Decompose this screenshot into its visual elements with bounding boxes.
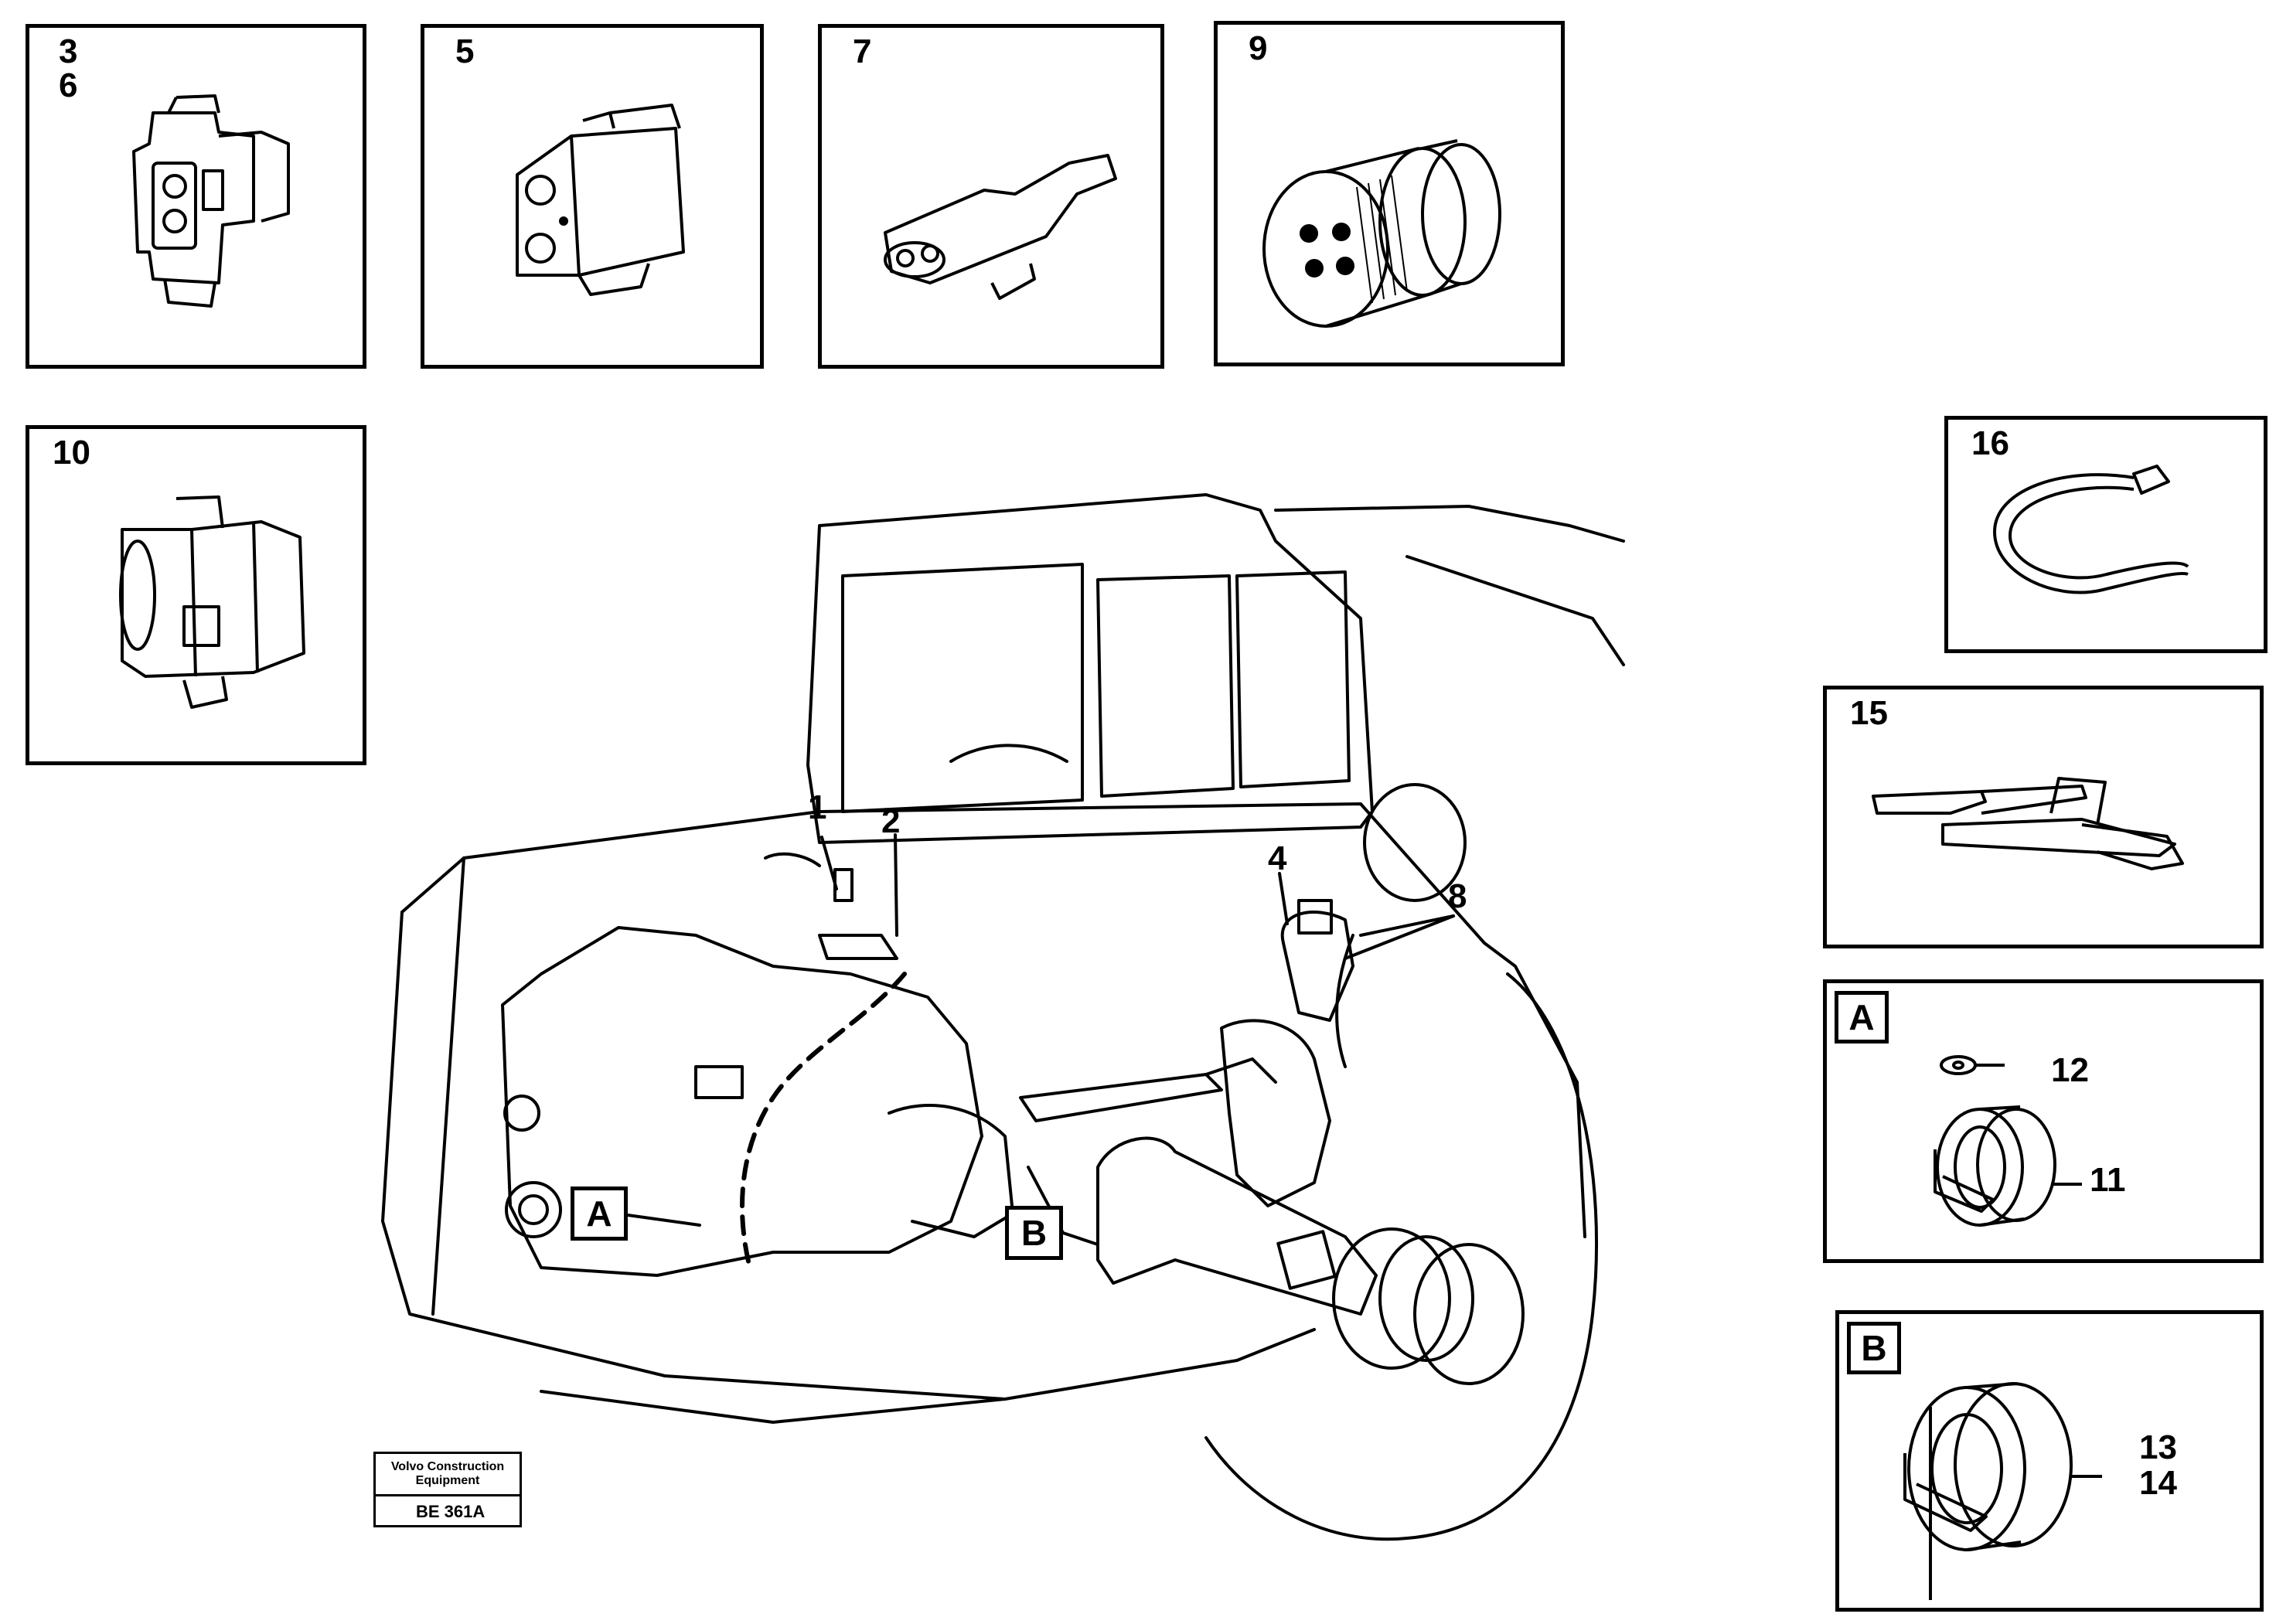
detail-box-7: 7 bbox=[818, 24, 1164, 369]
cable-plug-icon bbox=[884, 154, 1117, 300]
stamp-line-1: Volvo Construction bbox=[390, 1460, 505, 1473]
detail-box-5: 5 bbox=[421, 24, 764, 369]
detail-box-15: 15 bbox=[1823, 686, 2264, 948]
callout-2: 2 bbox=[881, 802, 901, 840]
front-axle bbox=[1096, 1136, 1378, 1316]
callout-12: 12 bbox=[2051, 1051, 2089, 1089]
grommet-large-icon bbox=[1903, 1382, 2102, 1600]
strap-clip-icon bbox=[1872, 777, 2184, 870]
cable-tie-icon bbox=[1993, 465, 2189, 594]
view-box-A: A 12 11 bbox=[1823, 979, 2264, 1263]
view-box-B: B 13 14 bbox=[1835, 1310, 2264, 1612]
box-label-5: 5 bbox=[455, 32, 475, 70]
callout-8: 8 bbox=[1448, 877, 1467, 915]
box-label-16: 16 bbox=[1971, 424, 2009, 462]
connector-block-icon bbox=[119, 495, 305, 709]
cab-outline bbox=[806, 493, 1374, 844]
front-tyre bbox=[1204, 972, 1599, 1541]
view-letter-B: B bbox=[1847, 1322, 1901, 1374]
box-label-9: 9 bbox=[1249, 29, 1268, 67]
callout-11: 11 bbox=[2090, 1161, 2126, 1199]
callout-13: 13 bbox=[2139, 1428, 2177, 1466]
box-label-7: 7 bbox=[853, 32, 872, 70]
detail-box-9: 9 bbox=[1214, 21, 1565, 366]
callout-4: 4 bbox=[1268, 839, 1287, 877]
box-label-10: 10 bbox=[53, 434, 90, 472]
connector-housing-icon bbox=[132, 94, 290, 308]
view-marker-B: B bbox=[1005, 1206, 1063, 1260]
stamp-line-2: Equipment bbox=[415, 1474, 480, 1487]
box-label-6: 6 bbox=[59, 66, 78, 104]
view-letter-A: A bbox=[1835, 991, 1889, 1044]
manufacturer-stamp: Volvo Construction Equipment BE 361A bbox=[373, 1452, 522, 1527]
callout-14: 14 bbox=[2139, 1464, 2177, 1502]
detail-box-10: 10 bbox=[26, 425, 366, 765]
box-label-15: 15 bbox=[1850, 694, 1888, 732]
view-marker-A: A bbox=[571, 1187, 628, 1241]
connector-two-pin-icon bbox=[516, 104, 685, 296]
round-connector-icon bbox=[1262, 139, 1501, 328]
hood-outline bbox=[400, 802, 1586, 1238]
callout-1: 1 bbox=[808, 788, 827, 826]
grommet-washer-icon bbox=[1934, 1055, 2082, 1227]
detail-box-16: 16 bbox=[1944, 416, 2267, 653]
stamp-code: BE 361A bbox=[416, 1502, 486, 1521]
box-label-3: 3 bbox=[59, 32, 78, 70]
detail-box-3-6: 3 6 bbox=[26, 24, 366, 369]
